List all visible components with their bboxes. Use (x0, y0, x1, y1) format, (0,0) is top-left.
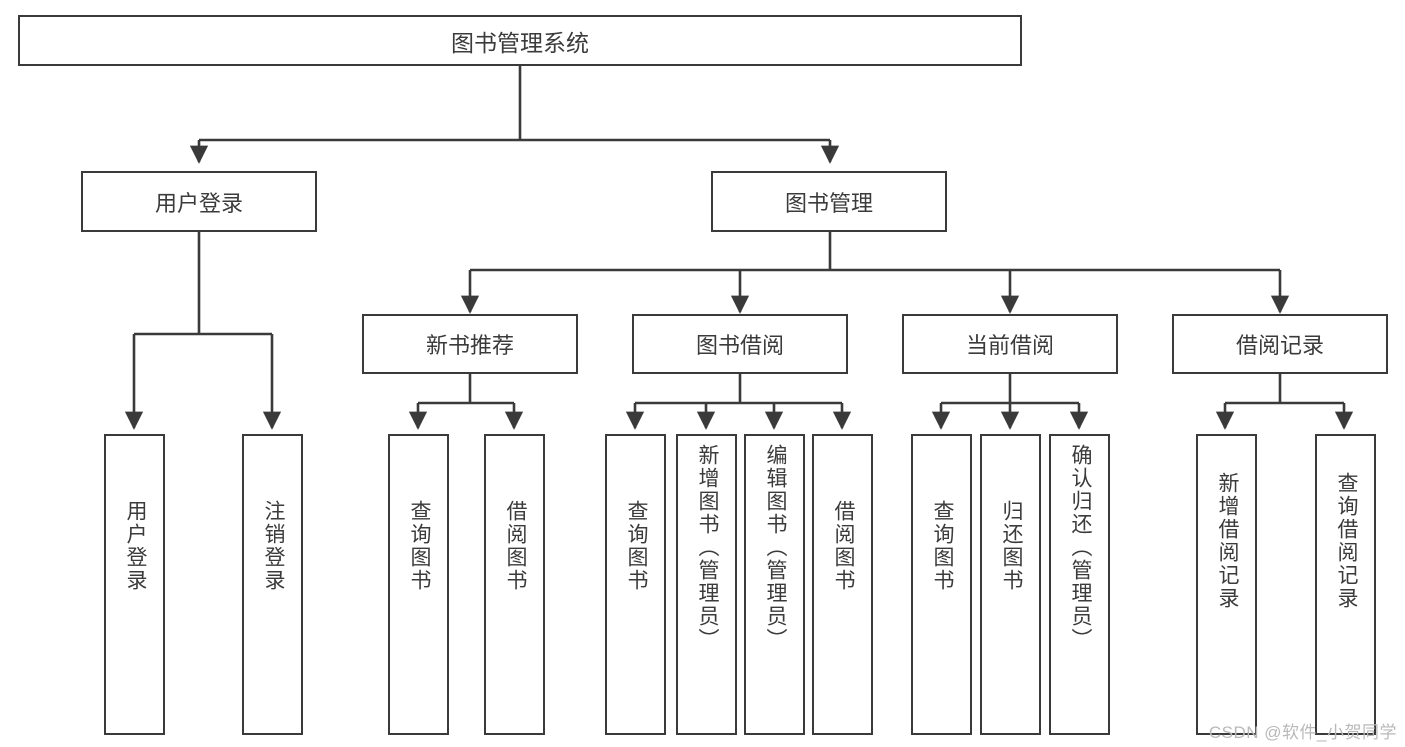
leaf-edit-book[interactable]: 编辑图书（管理员） (744, 434, 805, 735)
leaf-user-login[interactable]: 用户登录 (104, 434, 165, 735)
leaf-borrow-book-1[interactable]: 借阅图书 (484, 434, 545, 735)
node-root-label: 图书管理系统 (451, 29, 589, 56)
node-book-borrow-label: 图书借阅 (695, 333, 784, 358)
leaf-add-book-label: 新增图书（管理员） (695, 444, 719, 651)
leaf-add-record-label: 新增借阅记录 (1215, 472, 1239, 610)
node-new-book-recommend-label: 新书推荐 (425, 333, 514, 358)
node-root[interactable]: 图书管理系统 (18, 15, 1022, 66)
leaf-query-book-1[interactable]: 查询图书 (388, 434, 449, 735)
node-book-manage[interactable]: 图书管理 (711, 171, 947, 232)
leaf-query-record[interactable]: 查询借阅记录 (1315, 434, 1376, 735)
leaf-query-book-2-label: 查询图书 (624, 500, 648, 592)
node-book-manage-label: 图书管理 (784, 190, 873, 216)
node-current-borrow-label: 当前借阅 (965, 333, 1054, 358)
leaf-add-book[interactable]: 新增图书（管理员） (676, 434, 737, 735)
node-borrow-record-label: 借阅记录 (1235, 333, 1324, 358)
node-borrow-record[interactable]: 借阅记录 (1172, 314, 1388, 374)
leaf-confirm-return[interactable]: 确认归还（管理员） (1049, 434, 1110, 735)
leaf-edit-book-label: 编辑图书（管理员） (763, 444, 787, 651)
leaf-borrow-book-1-label: 借阅图书 (503, 500, 527, 592)
leaf-query-book-3[interactable]: 查询图书 (911, 434, 972, 735)
node-new-book-recommend[interactable]: 新书推荐 (362, 314, 578, 374)
csdn-watermark: CSDN @软件_小贺同学 (1208, 723, 1397, 742)
leaf-return-book-label: 归还图书 (999, 500, 1023, 592)
leaf-query-book-2[interactable]: 查询图书 (605, 434, 666, 735)
leaf-borrow-book-2[interactable]: 借阅图书 (812, 434, 873, 735)
leaf-query-book-3-label: 查询图书 (930, 500, 954, 592)
leaf-borrow-book-2-label: 借阅图书 (831, 500, 855, 592)
node-user-login[interactable]: 用户登录 (81, 171, 317, 232)
leaf-query-record-label: 查询借阅记录 (1334, 472, 1358, 610)
leaf-logout[interactable]: 注销登录 (242, 434, 303, 735)
leaf-confirm-return-label: 确认归还（管理员） (1068, 444, 1092, 651)
leaf-return-book[interactable]: 归还图书 (980, 434, 1041, 735)
leaf-user-login-label: 用户登录 (123, 500, 147, 592)
leaf-logout-label: 注销登录 (261, 500, 285, 592)
node-user-login-label: 用户登录 (154, 190, 243, 216)
node-book-borrow[interactable]: 图书借阅 (632, 314, 848, 374)
leaf-add-record[interactable]: 新增借阅记录 (1196, 434, 1257, 735)
leaf-query-book-1-label: 查询图书 (407, 500, 431, 592)
node-current-borrow[interactable]: 当前借阅 (902, 314, 1118, 374)
